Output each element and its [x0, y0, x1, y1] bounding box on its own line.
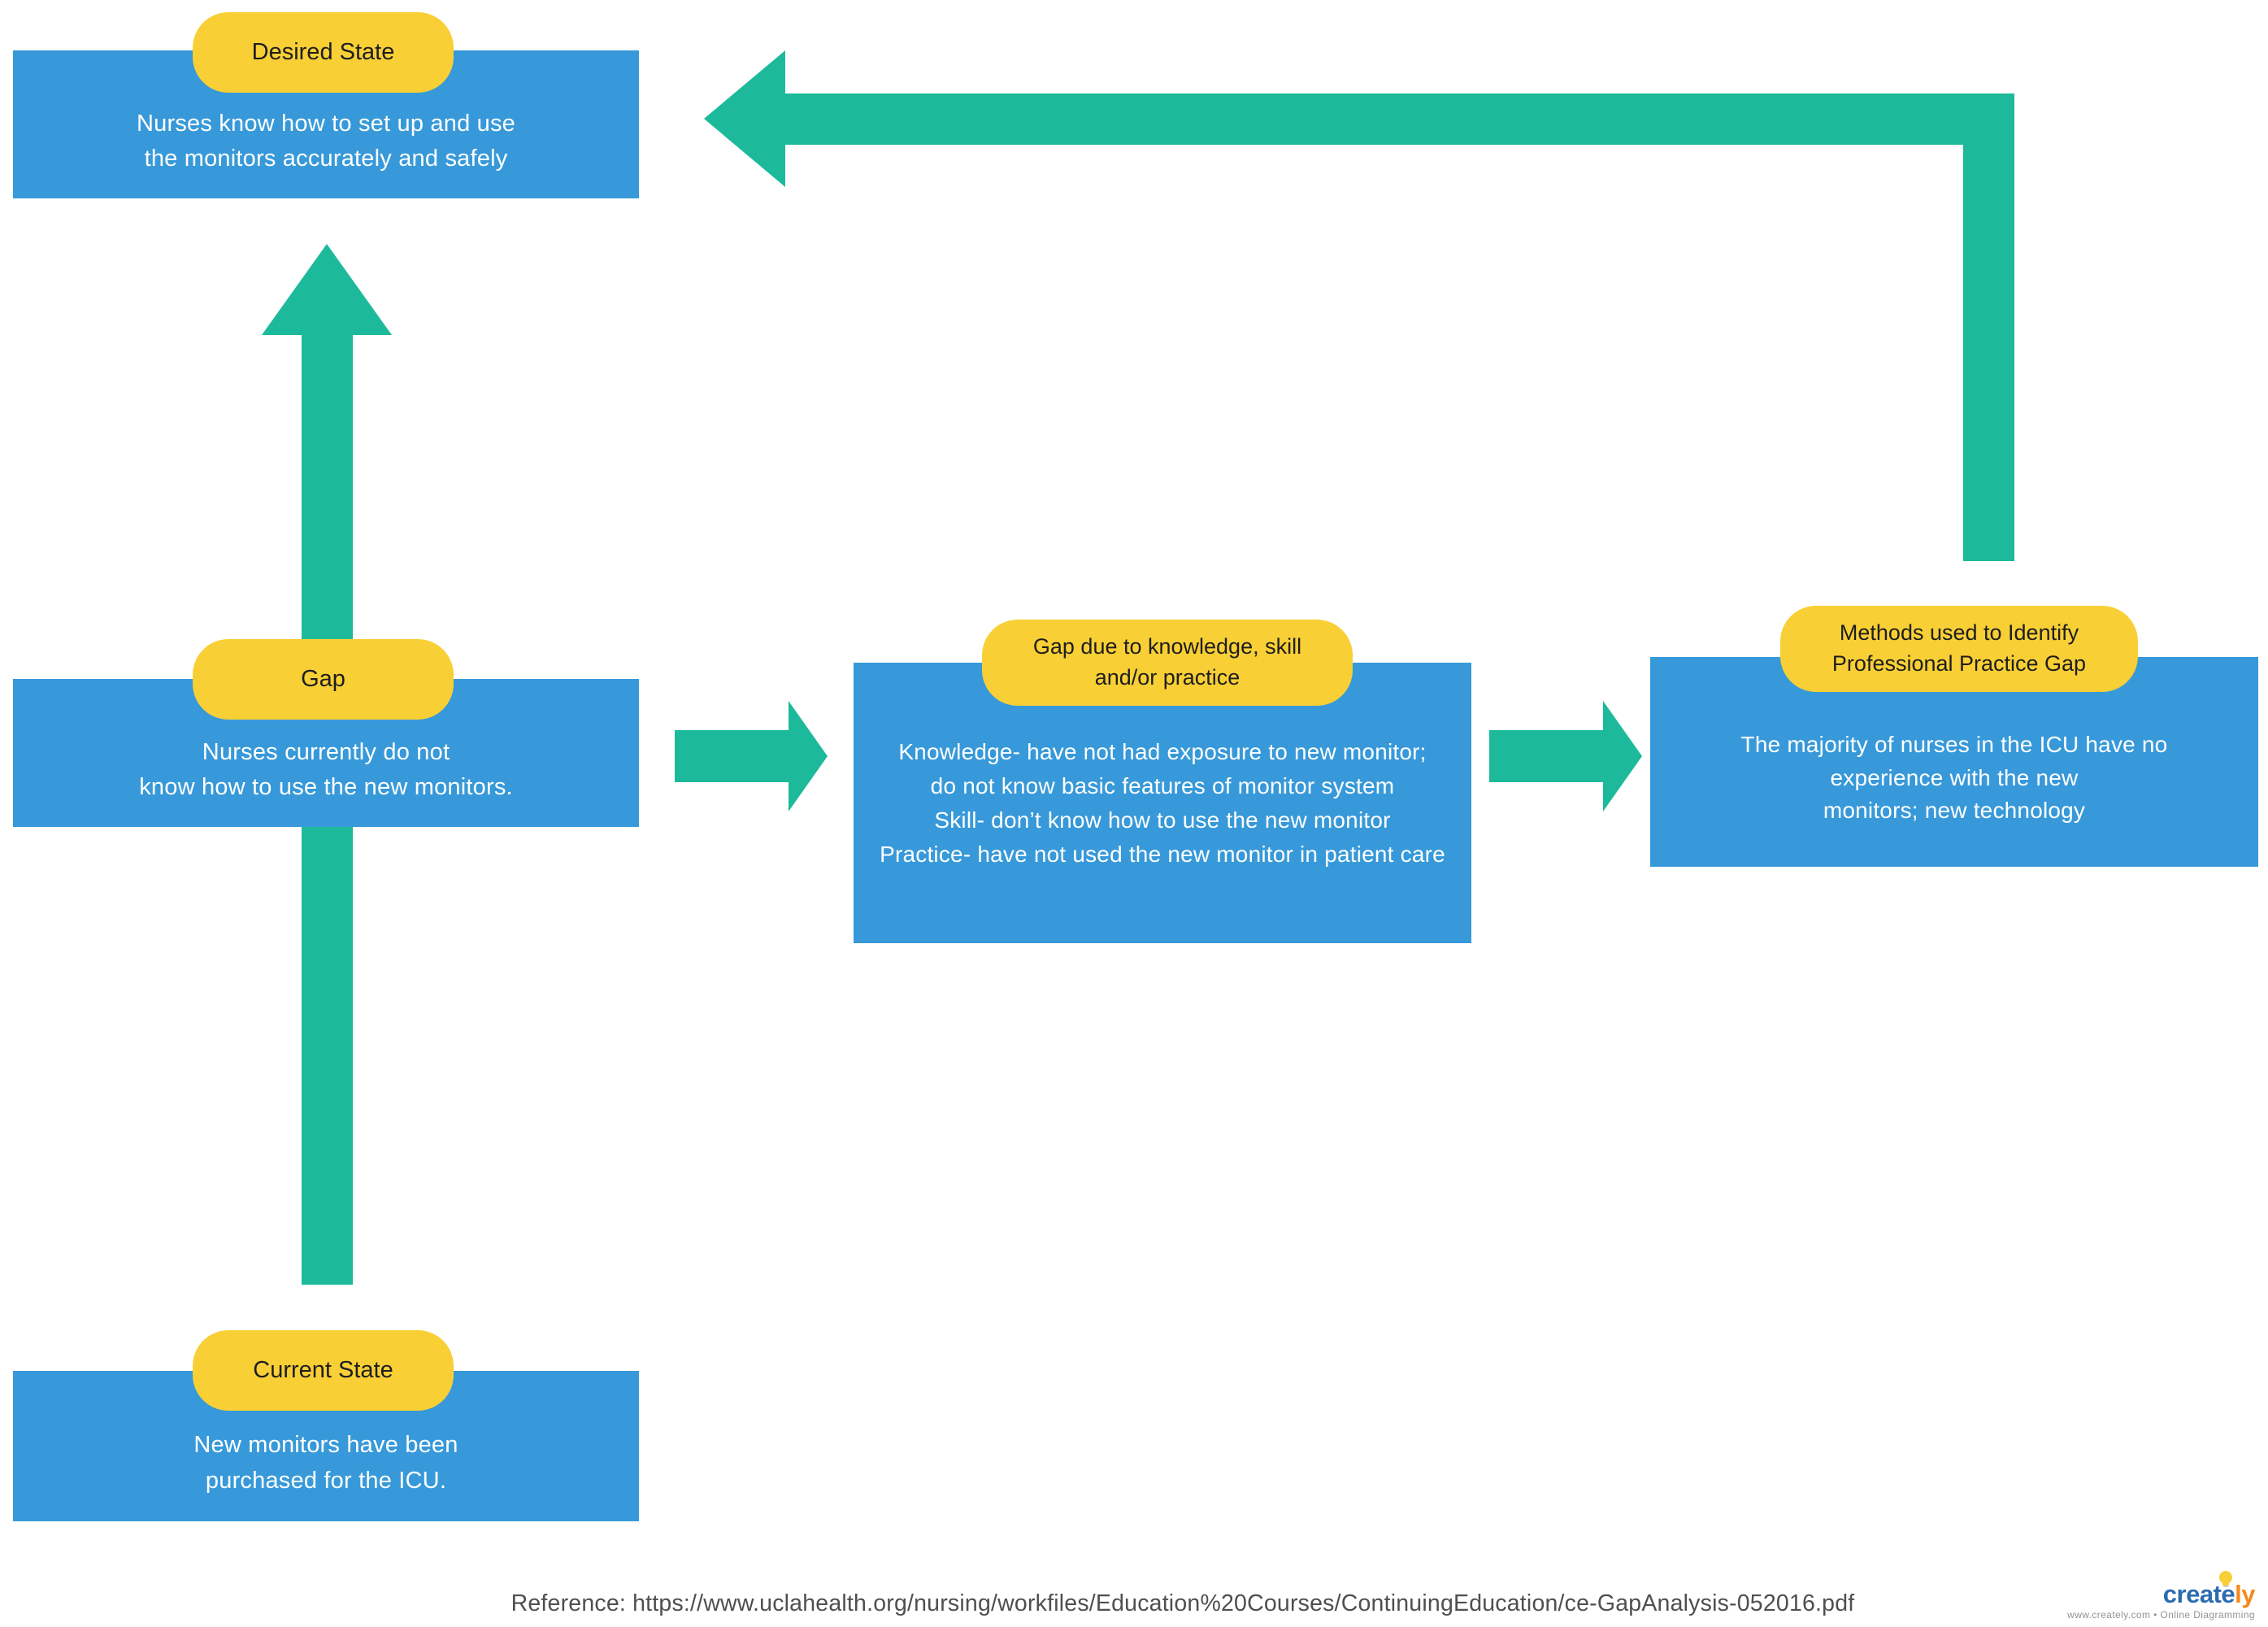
lightbulb-icon	[2218, 1568, 2234, 1594]
label-knowledge-gap: Gap due to knowledge, skill and/or pract…	[982, 620, 1353, 706]
gap-title: Gap	[301, 666, 345, 693]
wordmark-ly: ly	[2235, 1580, 2255, 1608]
creately-tagline: www.creately.com • Online Diagramming	[2067, 1609, 2255, 1620]
desired-state-title: Desired State	[251, 39, 395, 66]
arrowhead-left-icon	[704, 50, 785, 187]
arrowhead-right-icon	[1603, 701, 1642, 811]
node-gap: Nurses currently do not know how to use …	[13, 679, 639, 827]
node-methods: The majority of nurses in the ICU have n…	[1650, 657, 2258, 867]
node-knowledge-gap: Knowledge- have not had exposure to new …	[854, 663, 1471, 943]
arrowhead-right-icon	[789, 701, 828, 811]
current-state-title: Current State	[253, 1357, 393, 1384]
knowledge-gap-body: Knowledge- have not had exposure to new …	[880, 738, 1445, 867]
label-desired-state: Desired State	[193, 12, 454, 93]
arrow-gap-to-knowledge	[675, 730, 789, 782]
label-methods: Methods used to Identify Professional Pr…	[1780, 606, 2138, 692]
reference-text: Reference: https://www.uclahealth.org/nu…	[511, 1590, 1855, 1616]
arrowhead-up-icon	[262, 244, 392, 335]
current-state-body: New monitors have been purchased for the…	[193, 1432, 458, 1494]
methods-body: The majority of nurses in the ICU have n…	[1740, 732, 2168, 824]
knowledge-gap-title: Gap due to knowledge, skill and/or pract…	[1032, 634, 1302, 690]
arrow-methods-to-desired-vertical	[1963, 94, 2014, 561]
arrow-knowledge-to-methods	[1489, 730, 1603, 782]
label-gap: Gap	[193, 639, 454, 720]
desired-state-body: Nurses know how to set up and use the mo…	[136, 110, 516, 172]
methods-title: Methods used to Identify Professional Pr…	[1831, 620, 2087, 676]
wordmark-create: create	[2162, 1580, 2235, 1608]
gap-body: Nurses currently do not know how to use …	[139, 738, 513, 801]
creately-logo[interactable]: creately www.creately.com • Online Diagr…	[2067, 1571, 2255, 1620]
label-current-state: Current State	[193, 1330, 454, 1411]
creately-wordmark: creately	[2162, 1571, 2255, 1608]
arrow-methods-to-desired-horizontal	[784, 94, 2014, 145]
